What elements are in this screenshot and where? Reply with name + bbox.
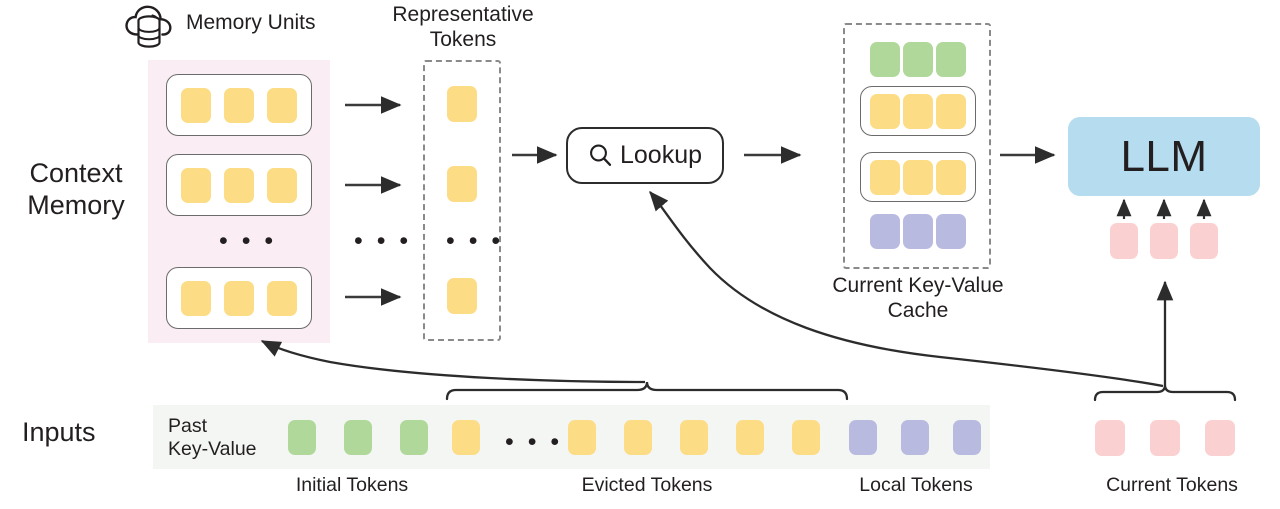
kv-row-3-token-1: [870, 160, 900, 195]
llm-input-token-3: [1190, 223, 1218, 259]
input-evicted-token-5: [736, 420, 764, 455]
kv-row-1-token-3: [936, 42, 966, 77]
current-tokens-brace: [1093, 384, 1237, 402]
input-local-token-1: [849, 420, 877, 455]
kv-row-2-token-1: [870, 94, 900, 129]
kv-row-4-token-3: [936, 214, 966, 249]
kv-row-2-token-2: [903, 94, 933, 129]
kv-row-4-token-2: [903, 214, 933, 249]
llm-box[interactable]: LLM: [1068, 117, 1260, 196]
memory-unit-1-token-1: [181, 88, 211, 123]
memory-unit-3-token-3: [267, 281, 297, 316]
memory-unit-3-token-1: [181, 281, 211, 316]
representative-tokens-ellipsis: • • •: [446, 227, 504, 255]
lookup-button[interactable]: Lookup: [566, 127, 724, 184]
kv-row-3-token-3: [936, 160, 966, 195]
input-evicted-token-2: [568, 420, 596, 455]
input-evicted-token-6: [792, 420, 820, 455]
input-current-token-2: [1150, 420, 1180, 456]
memory-unit-2-token-2: [224, 168, 254, 203]
kv-cache-label: Current Key-Value Cache: [832, 274, 1004, 322]
input-evicted-token-3: [624, 420, 652, 455]
evicted-tokens-caption: Evicted Tokens: [581, 474, 713, 496]
memory-unit-1-token-3: [267, 88, 297, 123]
memory-unit-2-token-3: [267, 168, 297, 203]
input-local-token-2: [901, 420, 929, 455]
inputs-label: Inputs: [22, 417, 96, 447]
past-key-value-label: Past Key-Value: [168, 415, 257, 460]
input-evicted-token-4: [680, 420, 708, 455]
llm-label: LLM: [1120, 131, 1208, 181]
arrow-evicted-to-context-memory: [260, 339, 646, 384]
representative-token-3: [447, 278, 477, 314]
representative-tokens-label: Representative Tokens: [392, 3, 534, 51]
cloud-database-icon: [123, 4, 175, 48]
kv-row-2-token-3: [936, 94, 966, 129]
representative-token-2: [447, 166, 477, 202]
search-icon: [588, 143, 613, 168]
context-memory-label: Context Memory: [27, 158, 125, 220]
input-evicted-ellipsis: • • •: [505, 428, 563, 456]
input-evicted-token-1: [452, 420, 480, 455]
input-initial-token-2: [344, 420, 372, 455]
memory-to-rep-ellipsis: • • •: [354, 227, 412, 255]
evicted-tokens-brace: [445, 381, 849, 401]
llm-input-token-1: [1110, 223, 1138, 259]
input-initial-token-1: [288, 420, 316, 455]
initial-tokens-caption: Initial Tokens: [295, 474, 409, 496]
llm-input-token-2: [1150, 223, 1178, 259]
input-initial-token-3: [400, 420, 428, 455]
input-current-token-1: [1095, 420, 1125, 456]
kv-row-3-token-2: [903, 160, 933, 195]
memory-unit-3-token-2: [224, 281, 254, 316]
memory-units-label: Memory Units: [186, 11, 316, 34]
kv-row-4-token-1: [870, 214, 900, 249]
lookup-label: Lookup: [619, 141, 703, 169]
memory-units-ellipsis: • • •: [219, 227, 277, 255]
representative-token-1: [447, 86, 477, 122]
memory-unit-2-token-1: [181, 168, 211, 203]
local-tokens-caption: Local Tokens: [859, 474, 973, 496]
current-tokens-caption: Current Tokens: [1106, 474, 1238, 496]
kv-row-1-token-2: [903, 42, 933, 77]
input-current-token-3: [1205, 420, 1235, 456]
kv-row-1-token-1: [870, 42, 900, 77]
input-local-token-3: [953, 420, 981, 455]
memory-unit-1-token-2: [224, 88, 254, 123]
